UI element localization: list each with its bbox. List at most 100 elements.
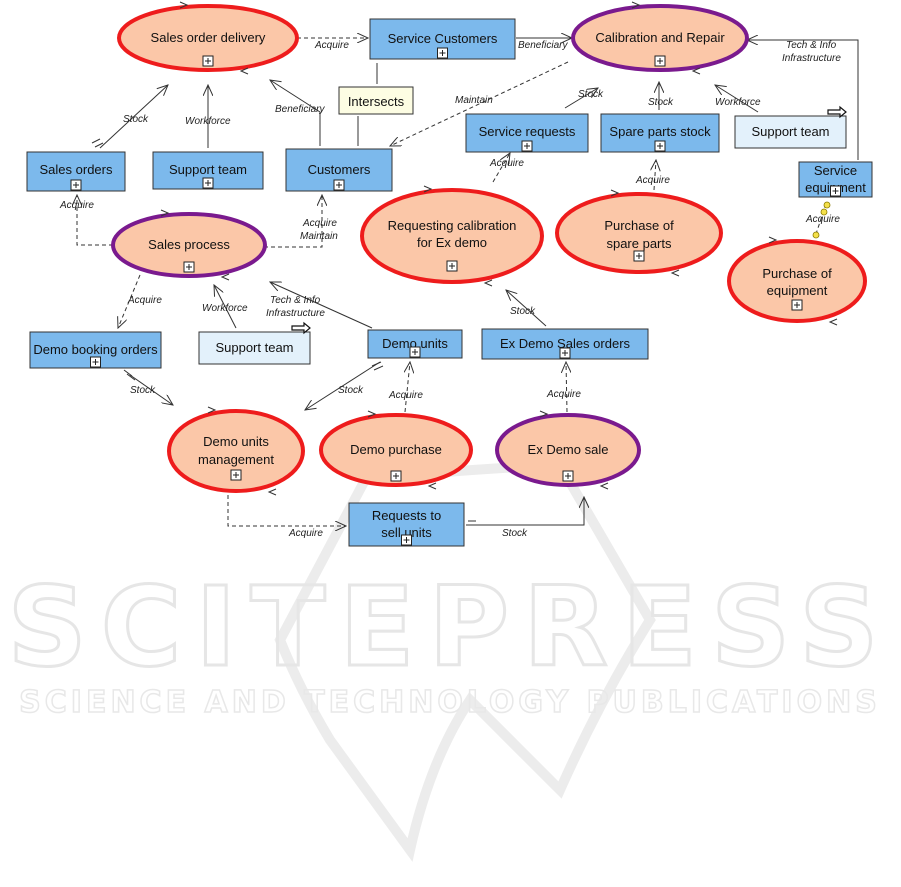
- resource-label: Support team: [751, 124, 829, 139]
- edge-label-stock-5: Stock: [338, 385, 364, 396]
- process-label: equipment: [767, 283, 828, 298]
- edge-acquire-maintain: [264, 195, 322, 248]
- resource-service-equipment[interactable]: Serviceequipment: [798, 161, 873, 198]
- intersects-label: Intersects: [348, 94, 405, 109]
- edge-label-stock-3: Stock: [648, 97, 674, 108]
- nodes: Sales order delivery Calibration and Repa…: [26, 1, 873, 547]
- resource-label: Demo booking orders: [33, 342, 158, 357]
- edge-acquire-red: [815, 203, 827, 235]
- expand-icon[interactable]: [446, 260, 458, 272]
- expand-icon[interactable]: [90, 356, 101, 368]
- resource-customers[interactable]: Customers: [285, 148, 393, 192]
- resource-support-team-3[interactable]: Support team: [198, 321, 311, 365]
- resource-service-customers[interactable]: Service Customers: [369, 18, 516, 60]
- connector-handle-0[interactable]: [823, 201, 831, 209]
- edge-label-tech-info-1: Tech & Info: [786, 40, 837, 51]
- process-label: Purchase of: [604, 218, 674, 233]
- expand-icon[interactable]: [390, 470, 402, 482]
- expand-icon[interactable]: [654, 55, 666, 67]
- process-label: Demo purchase: [350, 442, 442, 457]
- edge-label-workforce-3: Workforce: [202, 303, 248, 314]
- edge-acquire-6: [405, 362, 410, 413]
- expand-icon[interactable]: [559, 347, 571, 359]
- expand-icon[interactable]: [562, 470, 574, 482]
- resource-service-requests[interactable]: Service requests: [465, 113, 589, 153]
- edge-stock-6: [506, 290, 547, 327]
- process-sales-order-delivery[interactable]: Sales order delivery: [117, 1, 299, 75]
- expand-icon[interactable]: [409, 346, 421, 358]
- expand-icon[interactable]: [401, 534, 412, 546]
- resource-label: Requests to: [372, 508, 441, 523]
- process-demo-purchase[interactable]: Demo purchase: [319, 410, 473, 490]
- resource-support-team-1[interactable]: Support team: [152, 151, 264, 190]
- expand-icon[interactable]: [70, 179, 82, 191]
- edge-label-tech-info-2: Tech & Info: [270, 295, 321, 306]
- process-label: Sales order delivery: [151, 30, 266, 45]
- edge-label-acquire-red: Acquire: [805, 214, 840, 225]
- expand-icon[interactable]: [202, 177, 214, 189]
- resource-label: Spare parts stock: [609, 124, 711, 139]
- edge-stock-1: [99, 85, 168, 149]
- process-ex-demo-sale[interactable]: Ex Demo sale: [495, 410, 641, 490]
- expand-icon[interactable]: [633, 250, 645, 262]
- edge-label-stock-1: Stock: [123, 114, 149, 125]
- resource-demo-booking-orders[interactable]: Demo booking orders: [29, 331, 162, 369]
- stock-tick-1: [94, 142, 104, 148]
- watermark-sub: SCIENCE AND TECHNOLOGY PUBLICATIONS: [19, 685, 881, 720]
- resource-demo-units[interactable]: Demo units: [367, 329, 463, 359]
- edge-tech-info-1: [747, 40, 859, 160]
- edge-lines: [77, 38, 859, 526]
- resource-sales-orders[interactable]: Sales orders: [26, 151, 126, 192]
- expand-icon[interactable]: [202, 55, 214, 67]
- edge-label-beneficiary-2: Beneficiary: [275, 104, 325, 115]
- intersects-note[interactable]: Intersects: [338, 86, 414, 115]
- stock-tick-3: [126, 373, 136, 381]
- resource-ex-demo-sales-orders[interactable]: Ex Demo Sales orders: [481, 328, 649, 360]
- process-calibration-and-repair[interactable]: Calibration and Repair: [571, 1, 749, 75]
- connector-handle-2[interactable]: [812, 231, 820, 239]
- edge-label-stock-2: Stock: [578, 89, 604, 100]
- resource-support-team-2[interactable]: Support team: [734, 105, 847, 149]
- process-label: Requesting calibration: [388, 218, 517, 233]
- edge-label-maintain-1: Maintain: [455, 95, 493, 106]
- edge-beneficiary-2: [270, 80, 321, 146]
- expand-icon[interactable]: [654, 140, 666, 152]
- connector-handle-1[interactable]: [820, 208, 828, 216]
- edge-acquire-5: [118, 274, 141, 328]
- process-label: Calibration and Repair: [595, 30, 725, 45]
- stock-tick-2: [123, 369, 133, 377]
- expand-icon[interactable]: [230, 469, 242, 481]
- edge-label-acquire-maintain: Maintain: [300, 231, 338, 242]
- edge-acquire-3: [654, 160, 656, 191]
- expand-icon[interactable]: [521, 140, 533, 152]
- edge-acquire-7: [566, 362, 567, 413]
- process-label: Ex Demo sale: [528, 442, 609, 457]
- expand-icon[interactable]: [437, 47, 448, 59]
- resource-label: Support team: [215, 340, 293, 355]
- stock-tick-4: [371, 361, 382, 367]
- edge-label-tech-info-2: Infrastructure: [266, 308, 325, 319]
- process-purchase-of-equipment[interactable]: Purchase of equipment: [727, 236, 867, 326]
- double-arrow-icon: [291, 321, 311, 335]
- edge-label-stock-6: Stock: [510, 306, 536, 317]
- expand-icon[interactable]: [183, 261, 195, 273]
- resource-spare-parts-stock[interactable]: Spare parts stock: [600, 113, 720, 153]
- edge-stock-5: [305, 361, 381, 410]
- process-sales-process[interactable]: Sales process: [111, 209, 267, 281]
- process-label: Purchase of: [762, 266, 832, 281]
- edge-label-workforce-2: Workforce: [715, 97, 761, 108]
- edge-label-tech-info-1: Infrastructure: [782, 53, 841, 64]
- expand-icon[interactable]: [791, 299, 803, 311]
- expand-icon[interactable]: [830, 185, 841, 197]
- double-arrow-icon: [827, 105, 847, 119]
- process-label: management: [198, 452, 274, 467]
- edge-label-acquire-8: Acquire: [288, 528, 323, 539]
- expand-icon[interactable]: [333, 179, 345, 191]
